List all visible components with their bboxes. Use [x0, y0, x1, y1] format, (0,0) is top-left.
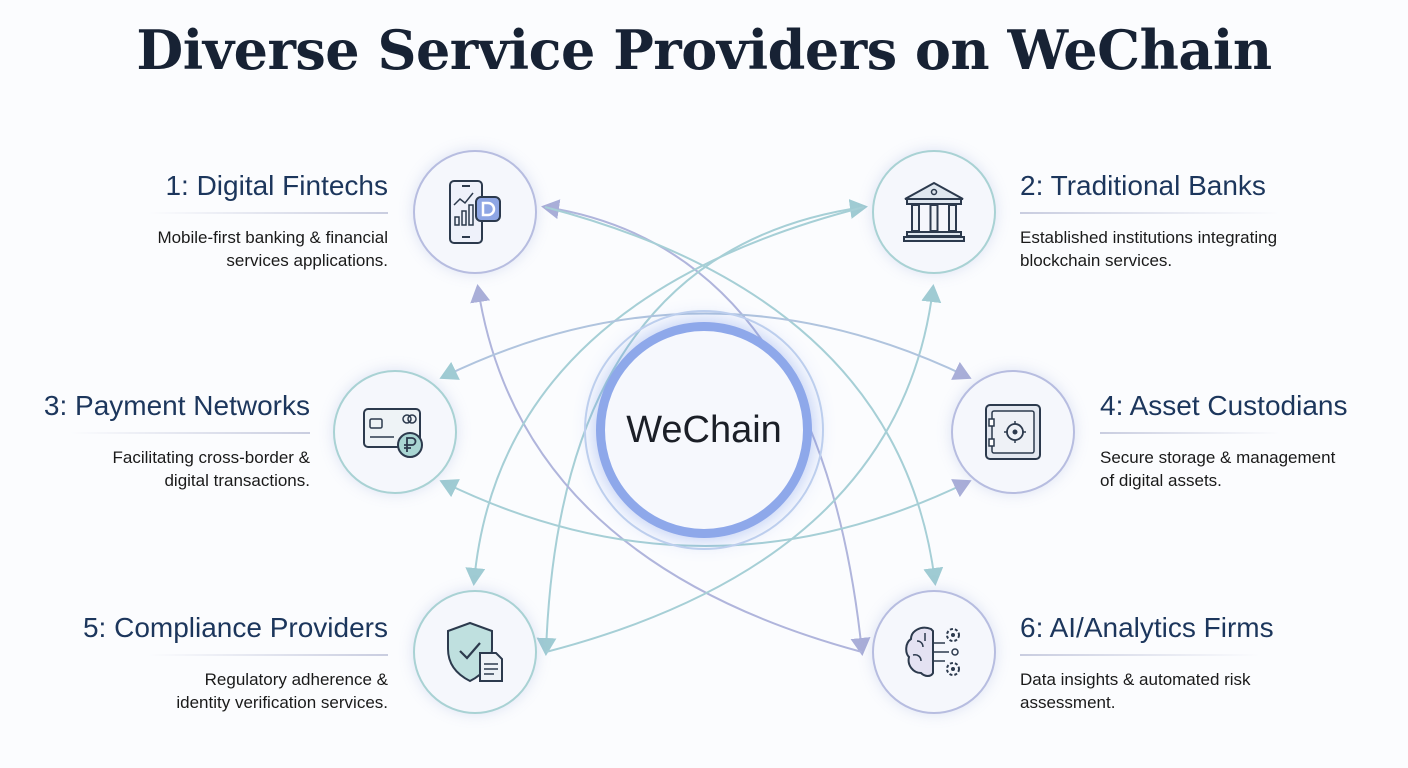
provider-desc-line: Facilitating cross-border &: [112, 448, 310, 467]
provider-block-5: 5: Compliance Providers Regulatory adher…: [68, 612, 388, 714]
arrow-2-5-b: [545, 284, 942, 653]
center-label: WeChain: [626, 408, 782, 451]
provider-desc-line: of digital assets.: [1100, 471, 1222, 490]
provider-block-6: 6: AI/Analytics Firms Data insights & au…: [1020, 612, 1380, 714]
node-traditional-banks: [872, 150, 996, 274]
provider-heading: 3: Payment Networks: [43, 390, 310, 421]
provider-block-4: 4: Asset Custodians Secure storage & man…: [1100, 390, 1400, 492]
bank-icon: [903, 181, 965, 242]
divider: [1020, 212, 1280, 214]
brain-gears-icon: [905, 626, 960, 677]
provider-desc-line: identity verification services.: [176, 693, 388, 712]
vault-icon: [985, 404, 1041, 460]
center-outer-ring: [584, 310, 824, 550]
page-title: Diverse Service Providers on WeChain: [136, 18, 1272, 82]
node-digital-fintechs: [413, 150, 537, 274]
provider-desc-line: blockchain services.: [1020, 251, 1173, 270]
provider-block-2: 2: Traditional Banks Established institu…: [1020, 170, 1400, 272]
divider: [70, 432, 310, 434]
provider-desc-line: Secure storage & management: [1100, 448, 1336, 467]
provider-heading: 6: AI/Analytics Firms: [1020, 612, 1274, 643]
provider-heading: 2: Traditional Banks: [1020, 170, 1266, 201]
provider-block-3: 3: Payment Networks Facilitating cross-b…: [0, 390, 310, 492]
provider-desc-line: assessment.: [1020, 693, 1116, 712]
divider: [148, 212, 388, 214]
provider-block-1: 1: Digital Fintechs Mobile-first banking…: [68, 170, 388, 272]
shield-document-icon: [447, 621, 503, 683]
provider-desc-line: Established institutions integrating: [1020, 228, 1278, 247]
provider-heading: 4: Asset Custodians: [1100, 390, 1348, 421]
divider: [1100, 432, 1280, 434]
credit-card-icon: [363, 408, 423, 458]
provider-desc-line: Regulatory adherence &: [204, 670, 388, 689]
node-asset-custodians: [951, 370, 1075, 494]
center-hub: [596, 322, 812, 538]
provider-desc-line: digital transactions.: [164, 471, 310, 490]
node-ai-analytics: [872, 590, 996, 714]
node-payment-networks: [333, 370, 457, 494]
divider: [1020, 654, 1260, 656]
node-compliance-providers: [413, 590, 537, 714]
provider-desc-line: Mobile-first banking & financial: [157, 228, 388, 247]
provider-desc-line: services applications.: [226, 251, 388, 270]
mobile-chart-icon: [449, 180, 501, 244]
provider-heading: 1: Digital Fintechs: [165, 170, 388, 201]
arrow-2-5-c: [465, 206, 865, 586]
provider-desc-line: Data insights & automated risk: [1020, 670, 1251, 689]
arrow-1-6-c: [544, 206, 944, 586]
divider: [148, 654, 388, 656]
arrow-1-6-b: [470, 284, 863, 653]
provider-heading: 5: Compliance Providers: [82, 612, 388, 643]
